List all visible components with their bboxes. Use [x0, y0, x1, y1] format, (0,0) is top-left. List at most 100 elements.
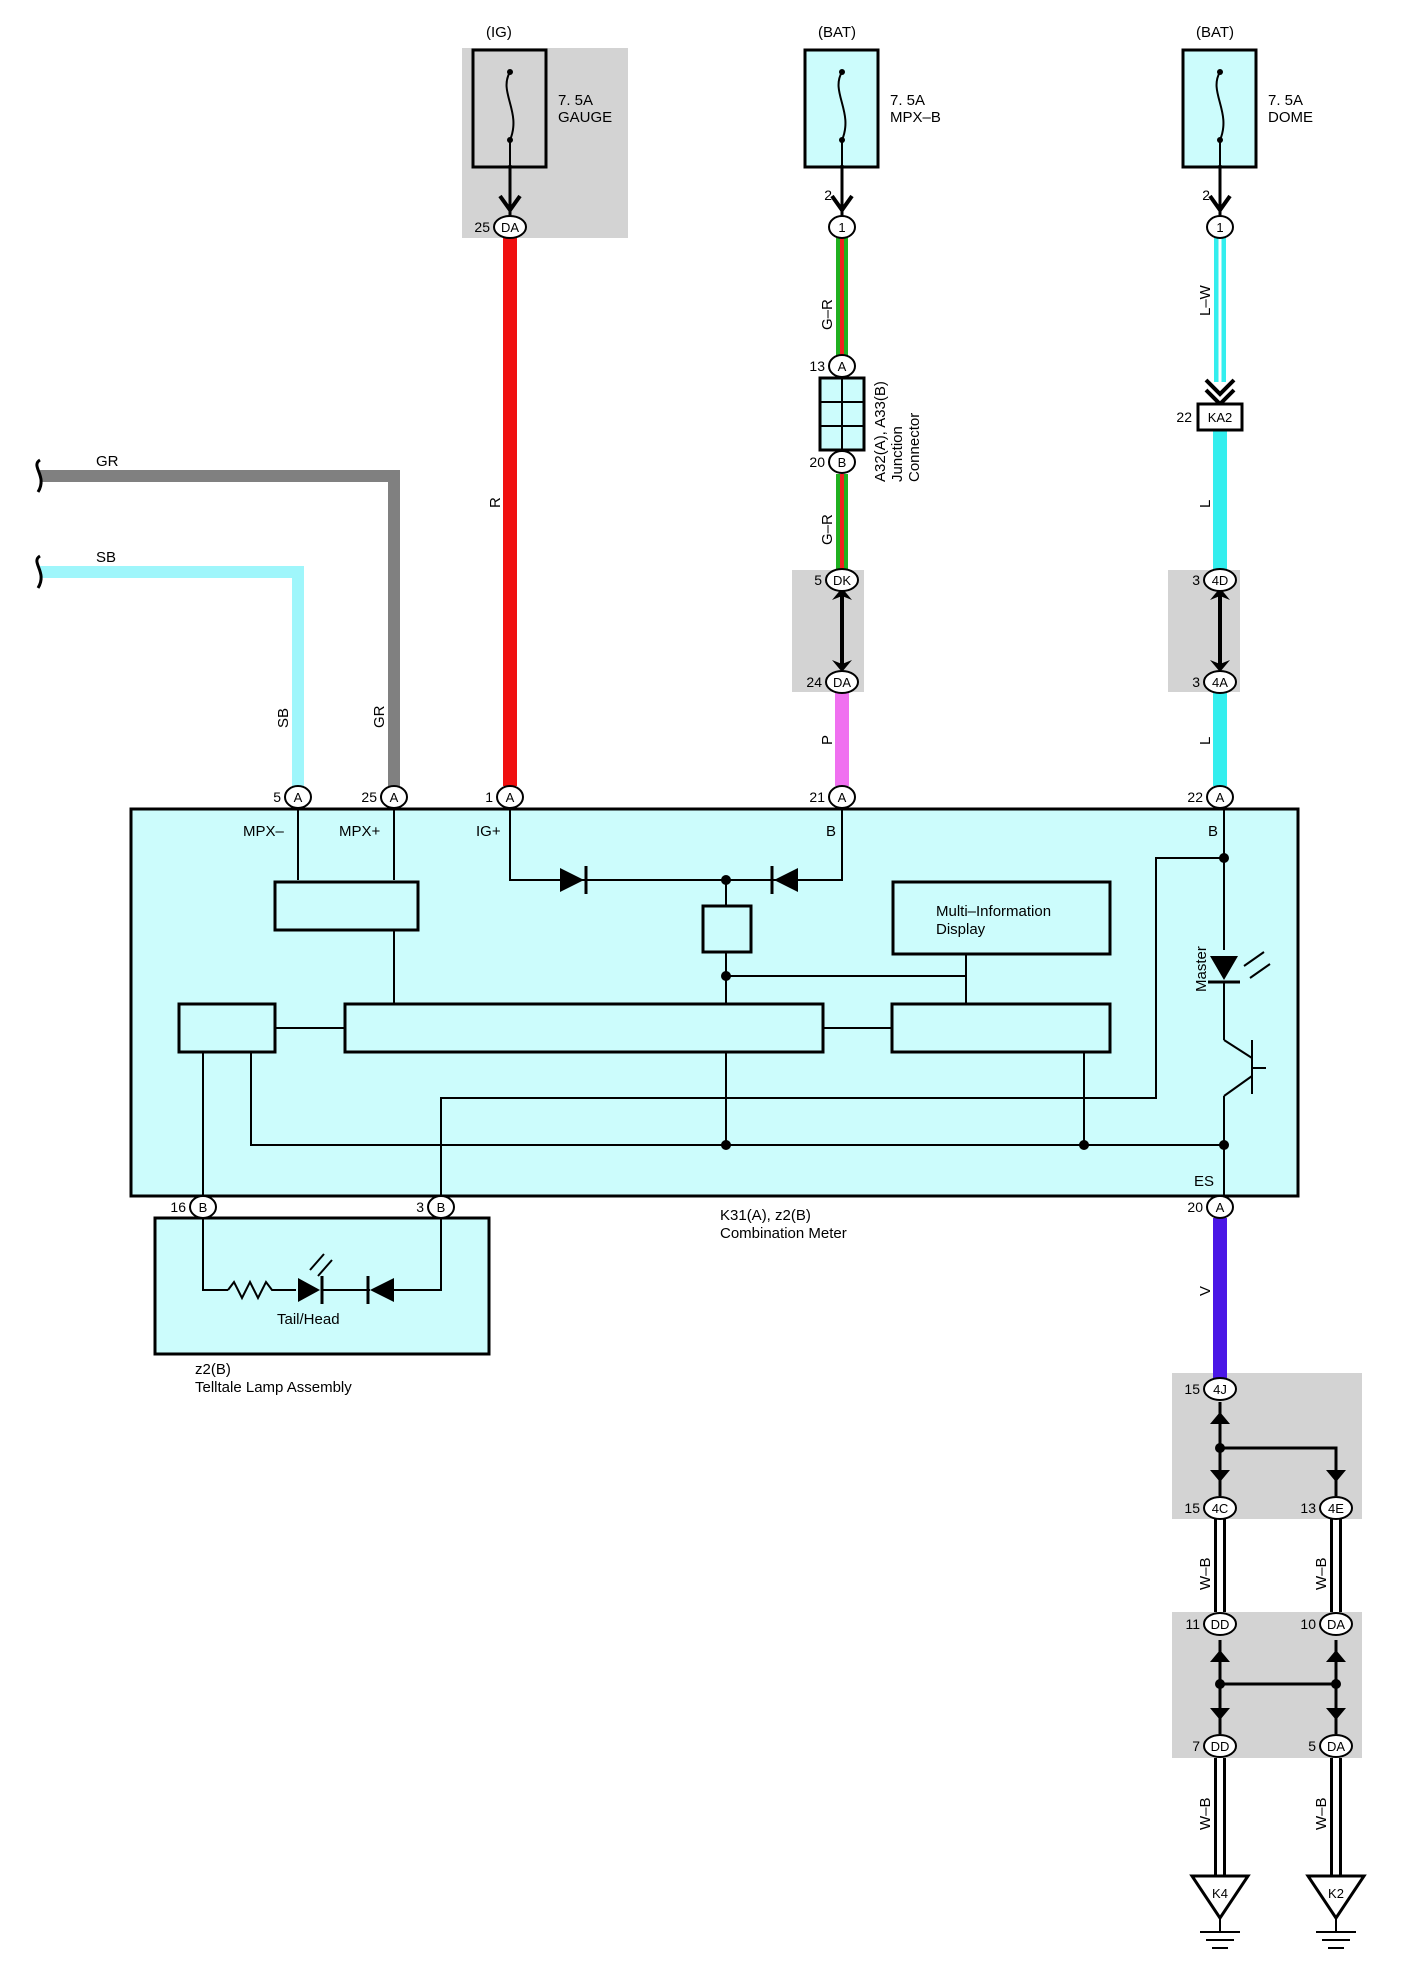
svg-text:DD: DD — [1211, 1739, 1230, 1754]
fuse-mpx-name: MPX–B — [890, 109, 941, 126]
svg-text:DA: DA — [501, 220, 519, 235]
wire-label-gr-h: GR — [96, 453, 119, 470]
diode-icon — [370, 1278, 394, 1302]
connector-da3: DA5 — [1308, 1734, 1353, 1758]
meter-name: Combination Meter — [720, 1225, 847, 1242]
telltale-lamp-assembly: Tail/Head z2(B) Telltale Lamp Assembly — [153, 1216, 491, 1396]
fuse-mpx-b: (BAT) 7. 5A MPX–B — [803, 24, 941, 169]
connector-ja: A 13 — [809, 354, 856, 378]
connector-b16: B16 — [170, 1195, 217, 1219]
svg-text:20: 20 — [809, 454, 825, 470]
wire-label-wb3: W–B — [1197, 1797, 1214, 1830]
meter-ref: K31(A), z2(B) — [720, 1207, 811, 1224]
svg-text:21: 21 — [809, 789, 825, 805]
connector-m3: A1 — [485, 785, 524, 809]
wire-gr — [40, 470, 400, 786]
wire-label-gr-v: GR — [371, 705, 388, 728]
svg-text:3: 3 — [1192, 674, 1200, 690]
svg-text:24: 24 — [806, 674, 822, 690]
diode-icon — [774, 868, 798, 892]
connector-f3: 12 — [1202, 187, 1234, 239]
connector-ka2: KA2 22 — [1176, 378, 1244, 432]
svg-text:25: 25 — [474, 219, 490, 235]
svg-text:11: 11 — [1185, 1616, 1200, 1632]
connector-m5: A22 — [1187, 785, 1234, 809]
svg-text:5: 5 — [814, 572, 822, 588]
svg-text:K4: K4 — [1212, 1886, 1228, 1901]
svg-text:B: B — [826, 823, 836, 840]
svg-text:7: 7 — [1192, 1738, 1200, 1754]
svg-text:B: B — [838, 455, 847, 470]
double-arrow-icon — [832, 588, 1230, 672]
svg-text:22: 22 — [1176, 409, 1192, 425]
wire-label-gr-bot: G–R — [819, 514, 836, 545]
svg-text:A: A — [1216, 1200, 1225, 1215]
svg-text:1: 1 — [838, 220, 845, 235]
svg-text:K2: K2 — [1328, 1886, 1344, 1901]
svg-text:3: 3 — [1192, 572, 1200, 588]
wire-label-sb-h: SB — [96, 549, 116, 566]
led-master-icon — [1210, 956, 1238, 980]
svg-text:16: 16 — [170, 1199, 186, 1215]
connector-4a: 4A3 — [1192, 670, 1237, 694]
fuse-mpx-icon — [837, 71, 847, 141]
multi-info-display: Multi–Information — [936, 903, 1051, 920]
wire-label-wb4: W–B — [1313, 1797, 1330, 1830]
svg-text:DA: DA — [833, 675, 851, 690]
svg-text:KA2: KA2 — [1208, 410, 1233, 425]
svg-text:4C: 4C — [1212, 1501, 1229, 1516]
svg-text:22: 22 — [1187, 789, 1203, 805]
junction-ref: A32(A), A33(B) — [872, 381, 889, 482]
wire-label-wb2: W–B — [1313, 1557, 1330, 1590]
svg-text:ES: ES — [1194, 1173, 1214, 1190]
connector-m2: A25 — [361, 785, 408, 809]
tail-head-label: Tail/Head — [277, 1311, 340, 1328]
fuse-dome: (BAT) 7. 5A DOME — [1181, 24, 1313, 169]
svg-text:10: 10 — [1300, 1616, 1316, 1632]
connector-b3: B3 — [416, 1195, 455, 1219]
svg-text:1: 1 — [1216, 220, 1223, 235]
connector-f1: DA 25 — [474, 215, 527, 239]
telltale-name: Telltale Lamp Assembly — [195, 1379, 352, 1396]
svg-text:13: 13 — [809, 358, 825, 374]
wire-label-sb-v: SB — [275, 708, 292, 728]
svg-text:MPX+: MPX+ — [339, 823, 381, 840]
connector-m1: A5 — [273, 785, 312, 809]
svg-text:15: 15 — [1184, 1381, 1200, 1397]
connector-jb: B 20 — [809, 450, 856, 474]
wire-break-icon — [35, 554, 43, 589]
svg-text:3: 3 — [416, 1199, 424, 1215]
connector-m6: A20 — [1187, 1195, 1234, 1219]
connector-dk: DK5 — [814, 568, 859, 592]
telltale-ref: z2(B) — [195, 1361, 231, 1378]
ground-icon — [1200, 1918, 1240, 1949]
wire-wb — [1214, 1519, 1342, 1875]
fuse-gauge-icon — [505, 71, 515, 141]
junction-connector: A32(A), A33(B) Junction Connector — [818, 376, 923, 482]
fuse-dome-source: (BAT) — [1196, 24, 1234, 41]
wire-label-r: R — [487, 497, 504, 508]
svg-text:A: A — [838, 790, 847, 805]
fuse-dome-icon — [1215, 71, 1225, 141]
svg-text:DD: DD — [1211, 1617, 1230, 1632]
svg-text:A: A — [390, 790, 399, 805]
fuse-gauge-name: GAUGE — [558, 109, 612, 126]
combination-meter: Multi–Information Display Master MPX– MP… — [129, 786, 1300, 1242]
svg-text:1: 1 — [485, 789, 493, 805]
wire-label-v: V — [1197, 1286, 1214, 1296]
master-label: Master — [1193, 946, 1210, 992]
connector-f2: 12 — [824, 187, 856, 239]
svg-text:5: 5 — [273, 789, 281, 805]
fuse-gauge-rating: 7. 5A — [558, 92, 593, 109]
fuse-gauge-source: (IG) — [486, 24, 512, 41]
fuse-mpx-source: (BAT) — [818, 24, 856, 41]
svg-text:A: A — [838, 359, 847, 374]
connector-dd2: DD 7 — [1192, 1734, 1237, 1758]
fuse-mpx-rating: 7. 5A — [890, 92, 925, 109]
svg-text:B: B — [437, 1200, 446, 1215]
